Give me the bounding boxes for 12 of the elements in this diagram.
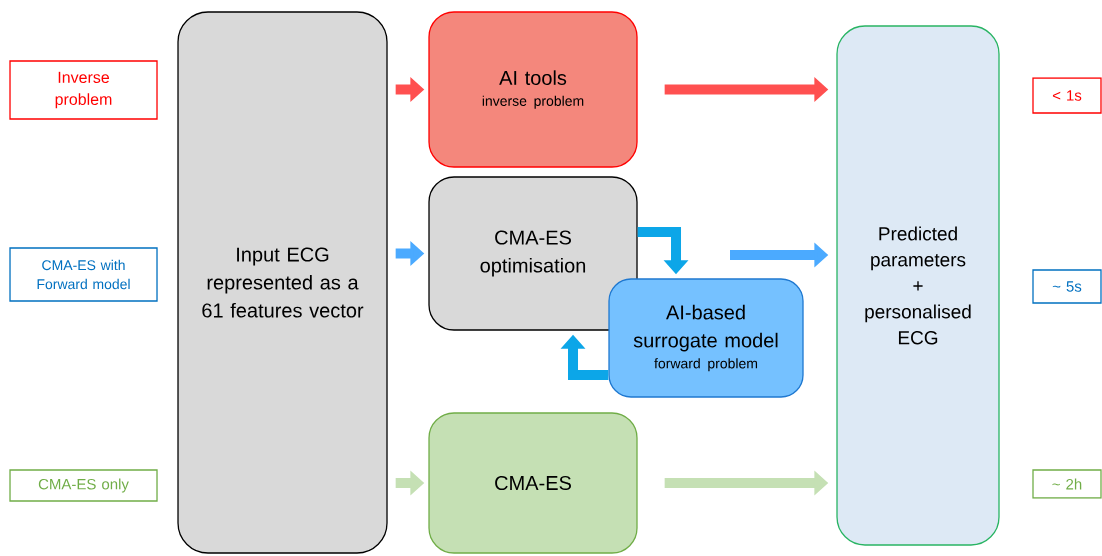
method-label: Inverse problem <box>9 60 158 120</box>
method-label: CMA-ES with Forward model <box>9 247 158 302</box>
time-label: ~ 5s <box>1032 269 1102 304</box>
process-box: AI-based surrogate model forward problem <box>608 278 804 398</box>
method-label: CMA-ES only <box>9 469 158 502</box>
input-box: Input ECG represented as a 61 features vector <box>177 11 388 554</box>
output-box: Predicted parameters + personalised ECG <box>836 25 1000 546</box>
process-box: CMA-ES <box>428 412 638 554</box>
process-box: CMA-ES optimisation <box>428 176 638 331</box>
time-label: < 1s <box>1032 77 1102 114</box>
time-label: ~ 2h <box>1032 469 1102 499</box>
process-box: AI tools inverse problem <box>428 11 638 168</box>
